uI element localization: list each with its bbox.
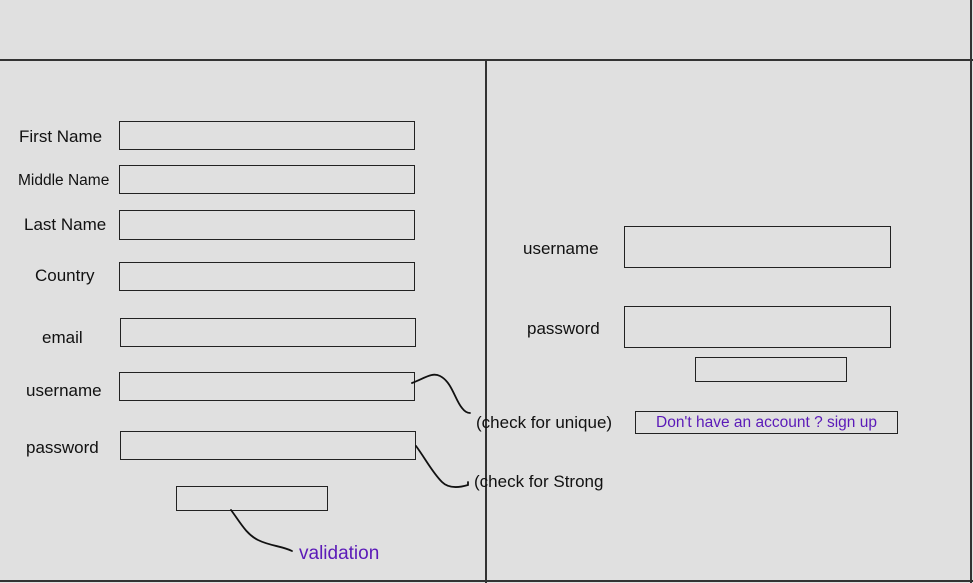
- register-username-input[interactable]: [119, 372, 415, 401]
- unique-arrow-stroke: [411, 373, 471, 414]
- panel-divider: [485, 60, 487, 583]
- first-name-input[interactable]: [119, 121, 415, 150]
- middle-name-input[interactable]: [119, 165, 415, 194]
- signup-link[interactable]: Don't have an account ? sign up: [635, 411, 898, 434]
- login-username-input[interactable]: [624, 226, 891, 268]
- validation-note: validation: [299, 543, 380, 564]
- last-name-input[interactable]: [119, 210, 415, 240]
- unique-check-note: (check for unique): [476, 413, 613, 432]
- middle-name-label: Middle Name: [18, 172, 110, 189]
- bottom-border: [0, 580, 973, 582]
- register-submit-button[interactable]: [176, 486, 328, 511]
- register-username-label: username: [26, 381, 102, 400]
- right-border: [970, 0, 972, 583]
- login-username-label: username: [523, 239, 599, 258]
- strong-arrow-stroke: [415, 445, 469, 488]
- login-submit-button[interactable]: [695, 357, 847, 382]
- strong-check-note: (check for Strong: [474, 472, 604, 491]
- login-password-label: password: [527, 319, 600, 338]
- country-input[interactable]: [119, 262, 415, 291]
- header-divider: [0, 59, 973, 61]
- last-name-label: Last Name: [24, 215, 107, 234]
- validation-arrow-stroke: [230, 509, 293, 552]
- register-password-input[interactable]: [120, 431, 416, 460]
- first-name-label: First Name: [19, 127, 103, 146]
- country-label: Country: [35, 266, 95, 285]
- login-password-input[interactable]: [624, 306, 891, 348]
- email-label: email: [42, 328, 83, 347]
- register-password-label: password: [26, 438, 99, 457]
- email-input[interactable]: [120, 318, 416, 347]
